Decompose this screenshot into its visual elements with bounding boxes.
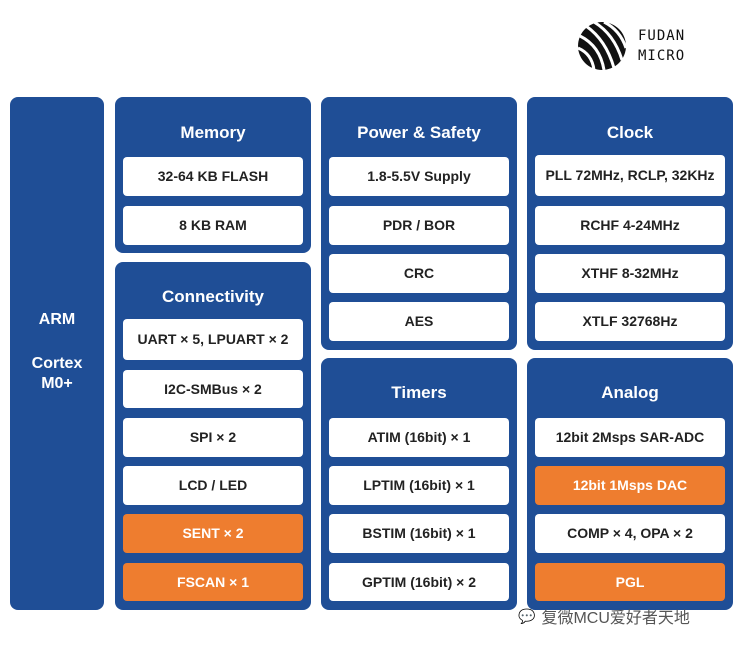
feature-item: XTLF 32768Hz xyxy=(535,302,725,341)
core-m0plus: M0+ xyxy=(41,375,73,392)
panel-title: Memory xyxy=(180,123,246,142)
watermark-text: 复微MCU爱好者天地 xyxy=(541,610,690,627)
connectivity-panel: Connectivity UART × 5, LPUART × 2 I2C-SM… xyxy=(115,262,311,610)
logo-line2: MICRO xyxy=(638,48,686,64)
feature-item: LCD / LED xyxy=(123,466,303,505)
core-block: ARM Cortex M0+ xyxy=(10,97,104,610)
feature-item: SPI × 2 xyxy=(123,418,303,457)
panel-title: Connectivity xyxy=(161,287,265,306)
memory-panel: Memory 32-64 KB FLASH 8 KB RAM xyxy=(115,97,311,253)
feature-item: BSTIM (16bit) × 1 xyxy=(329,514,509,553)
feature-item: PLL 72MHz, RCLP, 32KHz xyxy=(535,155,725,196)
feature-item: CRC xyxy=(329,254,509,293)
timers-panel: Timers ATIM (16bit) × 1 LPTIM (16bit) × … xyxy=(321,358,517,610)
panel-title: Timers xyxy=(391,383,447,402)
feature-item-highlight: FSCAN × 1 xyxy=(123,563,303,601)
feature-item: AES xyxy=(329,302,509,341)
feature-item: 8 KB RAM xyxy=(123,206,303,245)
panel-title: Analog xyxy=(601,383,659,402)
fudan-micro-logo: FUDAN MICRO xyxy=(576,20,685,72)
wechat-icon: 💬 xyxy=(518,607,536,624)
feature-item: LPTIM (16bit) × 1 xyxy=(329,466,509,505)
watermark: 💬 复微MCU爱好者天地 xyxy=(518,604,690,628)
core-cortex: Cortex xyxy=(31,355,83,372)
feature-item: COMP × 4, OPA × 2 xyxy=(535,514,725,553)
feature-item-highlight: PGL xyxy=(535,563,725,601)
feature-item: 1.8-5.5V Supply xyxy=(329,157,509,196)
analog-panel: Analog 12bit 2Msps SAR-ADC 12bit 1Msps D… xyxy=(527,358,733,610)
feature-item-highlight: SENT × 2 xyxy=(123,514,303,553)
feature-item: 12bit 2Msps SAR-ADC xyxy=(535,418,725,457)
feature-item: GPTIM (16bit) × 2 xyxy=(329,563,509,601)
feature-item: 32-64 KB FLASH xyxy=(123,157,303,196)
logo-line1: FUDAN xyxy=(638,28,686,44)
feature-item: I2C-SMBus × 2 xyxy=(123,370,303,408)
globe-icon xyxy=(577,20,628,71)
feature-item: RCHF 4-24MHz xyxy=(535,206,725,245)
feature-item: PDR / BOR xyxy=(329,206,509,245)
feature-item: ATIM (16bit) × 1 xyxy=(329,418,509,457)
clock-panel: Clock PLL 72MHz, RCLP, 32KHz RCHF 4-24MH… xyxy=(527,97,733,350)
feature-item: XTHF 8-32MHz xyxy=(535,254,725,293)
feature-item: UART × 5, LPUART × 2 xyxy=(123,319,303,360)
power-safety-panel: Power & Safety 1.8-5.5V Supply PDR / BOR… xyxy=(321,97,517,350)
panel-title: Clock xyxy=(606,123,654,142)
feature-item-highlight: 12bit 1Msps DAC xyxy=(535,466,725,505)
core-arm: ARM xyxy=(38,311,76,328)
panel-title: Power & Safety xyxy=(357,123,481,142)
